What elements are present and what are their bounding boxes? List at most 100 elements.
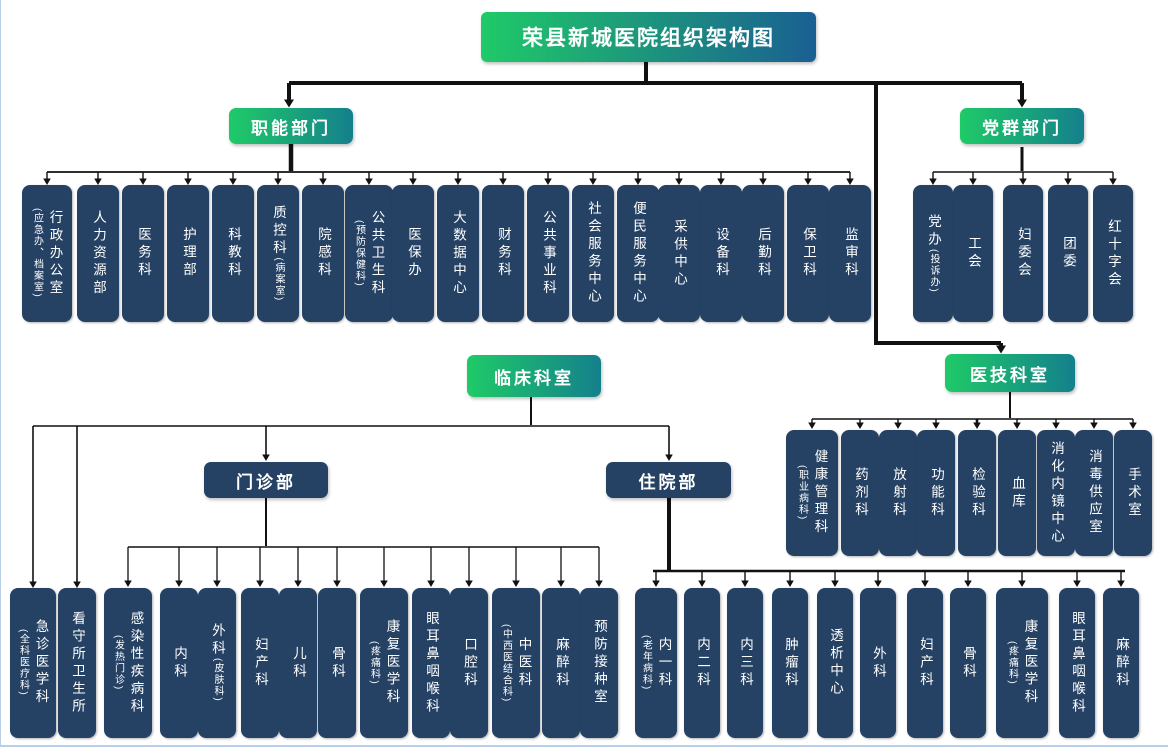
dept-name: 预防接种室 <box>592 619 607 707</box>
dept-name: 检验科 <box>970 466 985 520</box>
dept-box: 预防接种室 <box>580 588 618 738</box>
dept-box: 护理部 <box>167 185 209 322</box>
dept-name: 外科 <box>871 645 886 681</box>
dept-box: 红十字会 <box>1093 185 1133 322</box>
dept-box: 设备科 <box>700 185 742 322</box>
dept-box: 内一科(老年病科) <box>635 588 677 738</box>
dept-box: 中医科 (中西医结合科) <box>492 588 540 738</box>
dept-name: 医务科 <box>136 227 151 280</box>
dept-name: 康复医学科 <box>1022 619 1038 707</box>
dept-box: 院感科 <box>302 185 344 322</box>
dept-box: 党办(投诉办) <box>913 185 953 322</box>
dept-name: 透析中心 <box>828 628 843 698</box>
dept-name: 眼耳鼻咽喉科 <box>1070 610 1085 716</box>
dept-annotation: (疼痛科) <box>1006 640 1018 686</box>
dept-box: 康复医学科 (疼痛科) <box>996 588 1048 738</box>
dept-box: 工会 <box>953 185 993 322</box>
dept-box: 采供中心 <box>658 185 700 322</box>
dept-name: 麻醉科 <box>554 636 569 690</box>
dept-name: 妇委会 <box>1016 227 1031 280</box>
dept-box: 科教科 <box>212 185 254 322</box>
dept-box: 放射科 <box>879 430 917 556</box>
dept-name: 肿瘤科 <box>783 636 798 690</box>
dept-name: 团委 <box>1061 236 1076 271</box>
dept-name: 消化内镜中心 <box>1049 440 1064 546</box>
dept-name: 内三科 <box>738 636 753 690</box>
dept-box: 检验科 <box>958 430 996 556</box>
dept-box: 消毒供应室 <box>1075 430 1113 556</box>
dept-box: 团委 <box>1048 185 1088 322</box>
dept-name: 社会服务中心 <box>586 201 601 306</box>
dept-name: 质控科 <box>271 205 286 258</box>
dept-annotation: (投诉办) <box>928 248 939 294</box>
dept-box: 儿科 <box>279 588 317 738</box>
dept-name: 大数据中心 <box>451 209 466 298</box>
dept-annotation: (预防保健科) <box>353 219 365 288</box>
dept-annotation: (疼痛科) <box>368 640 380 686</box>
dept-box: 眼耳鼻咽喉科 <box>412 588 450 738</box>
dept-box: 便民服务中心 <box>617 185 659 322</box>
dept-box: 内科 <box>160 588 198 738</box>
dept-box: 内三科 <box>727 588 763 738</box>
dept-name: 眼耳鼻咽喉科 <box>424 610 439 716</box>
dept-box: 透析中心 <box>817 588 853 738</box>
dept-box: 口腔科 <box>450 588 488 738</box>
dept-name: 人力资源部 <box>91 209 106 298</box>
dept-name: 急诊医学科 <box>33 619 49 707</box>
dept-box: 内二科 <box>684 588 720 738</box>
dept-annotation: (中西医结合科) <box>500 623 512 703</box>
dept-annotation: (职业病科) <box>796 465 808 521</box>
dept-name: 中医科 <box>516 636 532 690</box>
dept-annotation: (应急办、档案室) <box>31 208 43 299</box>
dept-name: 妇产科 <box>918 636 933 690</box>
dept-name: 保卫科 <box>801 227 816 280</box>
dept-name: 便民服务中心 <box>631 201 646 306</box>
dept-name: 口腔科 <box>462 636 477 690</box>
dept-name: 康复医学科 <box>384 619 400 707</box>
dept-box: 麻醉科 <box>1103 588 1139 738</box>
dept-box: 外科 <box>860 588 896 738</box>
dept-name: 红十字会 <box>1106 218 1121 289</box>
dept-box: 大数据中心 <box>437 185 479 322</box>
dept-annotation: (病案室) <box>273 257 284 302</box>
section-header-functional-departments: 职能部门 <box>229 108 353 144</box>
dept-box: 药剂科 <box>841 430 879 556</box>
dept-box: 消化内镜中心 <box>1037 430 1075 556</box>
dept-name: 内二科 <box>695 636 710 690</box>
dept-name: 药剂科 <box>853 466 868 520</box>
dept-name: 公共事业科 <box>541 209 556 298</box>
dept-box: 血库 <box>998 430 1036 556</box>
dept-name: 财务科 <box>496 227 511 280</box>
dept-box: 骨科 <box>950 588 986 738</box>
dept-box: 医务科 <box>122 185 164 322</box>
dept-box: 后勤科 <box>742 185 784 322</box>
dept-name: 监审科 <box>843 227 858 280</box>
dept-box: 外科(皮肤科) <box>198 588 236 738</box>
dept-annotation: (发热门诊) <box>112 635 124 691</box>
dept-box: 看守所卫生所 <box>58 588 96 738</box>
dept-box: 公共事业科 <box>527 185 569 322</box>
dept-name: 科教科 <box>226 227 241 280</box>
dept-name: 医保办 <box>406 227 421 280</box>
dept-box: 质控科(病案室) <box>257 185 299 322</box>
dept-name: 内科 <box>172 645 187 681</box>
dept-box: 监审科 <box>829 185 871 322</box>
dept-box: 保卫科 <box>787 185 829 322</box>
chart-title: 荣县新城医院组织架构图 <box>481 12 816 62</box>
dept-name: 看守所卫生所 <box>70 610 85 716</box>
dept-box: 骨科 <box>318 588 356 738</box>
dept-name: 后勤科 <box>756 227 771 280</box>
dept-name: 采供中心 <box>672 218 687 289</box>
dept-box: 感染性疾病科(发热门诊) <box>104 588 152 738</box>
dept-name: 内一科 <box>656 636 672 690</box>
dept-name: 外科 <box>210 623 225 659</box>
dept-box: 手术室 <box>1114 430 1152 556</box>
dept-name: 健康管理科 <box>812 449 828 537</box>
section-header-clinical-departments: 临床科室 <box>467 355 601 397</box>
dept-box: 妇委会 <box>1003 185 1043 322</box>
section-header-outpatient: 门诊部 <box>204 462 328 498</box>
dept-name: 公共卫生科 <box>369 209 385 298</box>
dept-name: 血库 <box>1010 475 1025 511</box>
